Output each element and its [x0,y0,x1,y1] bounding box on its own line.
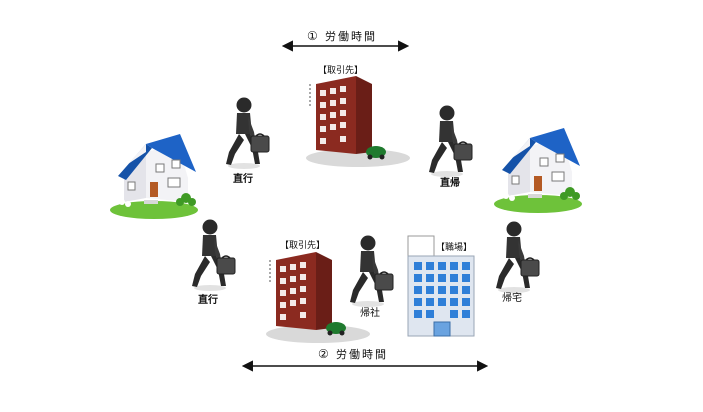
label-client-top: 【取引先】 [318,64,363,76]
label-return-home: 帰宅 [502,291,522,304]
bottom-span-marker: ② [318,347,329,361]
walker-direct-return-top-icon [428,104,473,178]
label-return-office: 帰社 [360,306,380,319]
walker-return-office-icon [349,234,394,308]
label-client-bottom: 【取引先】 [280,239,325,251]
home-left-house-icon [109,133,199,220]
walker-direct-go-top-icon [225,96,270,170]
label-direct-return-top: 直帰 [440,176,460,189]
label-workplace: 【職場】 [436,241,472,253]
top-span-marker: ① [307,29,318,43]
home-right-house-icon [493,127,583,214]
label-direct-go-bottom: 直行 [198,293,218,306]
walker-direct-go-bottom-icon [191,218,236,292]
bottom-span-label: 労働時間 [336,347,388,361]
top-span-label: 労働時間 [325,29,377,43]
label-direct-go-top: 直行 [233,172,253,185]
client-building-top-icon [305,75,411,168]
walker-return-home-icon [495,220,540,294]
